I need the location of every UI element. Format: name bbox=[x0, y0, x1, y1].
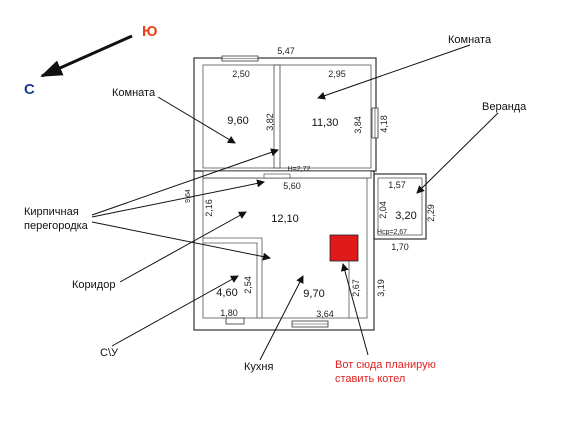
dim-right-lower: 3,19 bbox=[376, 279, 386, 297]
label-brick-line2: перегородка bbox=[24, 220, 89, 232]
upper-outer-wall bbox=[193, 57, 377, 172]
dim-kitchen-width: 3,64 bbox=[316, 309, 334, 319]
arrow-veranda bbox=[416, 112, 499, 194]
compass-arrow-icon bbox=[40, 34, 133, 78]
area-bath: 4,60 bbox=[216, 287, 237, 299]
label-corridor: Коридор bbox=[72, 279, 115, 291]
pointer-arrows bbox=[91, 44, 499, 361]
dim-middle-width: 5,60 bbox=[283, 181, 301, 191]
arrow-bath bbox=[111, 275, 239, 347]
arrow-kitchen bbox=[259, 275, 304, 361]
dim-left-outer: 9,64 bbox=[185, 189, 192, 203]
dim-room-b-height: 3,84 bbox=[353, 116, 363, 134]
dim-kitchen-inner: 2,67 bbox=[351, 279, 361, 297]
dim-veranda-top: 1,57 bbox=[388, 180, 406, 190]
window-bath bbox=[225, 317, 245, 325]
boiler-marker bbox=[329, 234, 359, 262]
door-corridor bbox=[263, 173, 291, 179]
label-kitchen: Кухня bbox=[244, 361, 273, 373]
veranda-outer-wall bbox=[373, 173, 427, 240]
area-corridor: 12,10 bbox=[271, 213, 299, 225]
label-brick-line1: Кирпичная bbox=[24, 206, 79, 218]
dim-bath-height: 2,54 bbox=[243, 276, 253, 294]
dim-ceiling-height: H=2,72 bbox=[288, 166, 311, 173]
upper-partition bbox=[273, 64, 281, 169]
upper-inner-wall bbox=[202, 64, 372, 169]
dim-bath-width: 1,80 bbox=[220, 308, 238, 318]
label-room-right: Комната bbox=[448, 34, 492, 46]
arrow-room-left bbox=[157, 96, 236, 144]
dimension-labels: 5,47 2,50 2,95 3,82 3,84 4,18 H=2,72 5,6… bbox=[185, 46, 436, 319]
area-room-a: 9,60 bbox=[227, 115, 248, 127]
arrow-brick-1 bbox=[91, 148, 279, 216]
compass-north-label: Ю bbox=[142, 23, 157, 40]
compass-south-label: С bbox=[24, 81, 35, 98]
bath-wall-inner bbox=[203, 242, 258, 318]
arrow-corridor bbox=[119, 211, 247, 283]
label-veranda: Веранда bbox=[482, 101, 527, 113]
arrow-brick-3 bbox=[91, 221, 271, 261]
dim-corridor-height: 2,16 bbox=[204, 199, 214, 217]
dim-room-a-width: 2,50 bbox=[232, 69, 250, 79]
area-room-b: 11,30 bbox=[312, 117, 339, 129]
bath-wall bbox=[203, 237, 263, 318]
dim-room-b-width: 2,95 bbox=[328, 69, 346, 79]
dim-veranda-bottom: 1,70 bbox=[391, 242, 409, 252]
label-bath: С\У bbox=[100, 347, 119, 359]
dim-veranda-ceiling: Hср=2,67 bbox=[377, 229, 407, 236]
dim-room-a-height: 3,82 bbox=[265, 113, 275, 131]
arrow-room-right bbox=[317, 44, 471, 100]
walls bbox=[193, 55, 427, 331]
dim-veranda-wall: 2,04 bbox=[378, 201, 388, 219]
arrow-brick-2 bbox=[91, 179, 265, 218]
veranda-inner-wall bbox=[377, 177, 423, 236]
compass: Ю С bbox=[24, 23, 157, 98]
dim-right-wall-upper: 4,18 bbox=[379, 115, 389, 133]
dim-veranda-right: 2,29 bbox=[426, 204, 436, 222]
arrow-boiler bbox=[340, 263, 369, 356]
callout-labels: Комната Комната Веранда Кирпичная перего… bbox=[24, 34, 527, 385]
area-kitchen: 9,70 bbox=[303, 288, 324, 300]
label-boiler-line1: Вот сюда планирую bbox=[335, 359, 436, 371]
area-veranda: 3,20 bbox=[395, 210, 416, 222]
dim-top-total: 5,47 bbox=[277, 46, 295, 56]
label-boiler-line2: ставить котел bbox=[335, 373, 405, 385]
label-room-left: Комната bbox=[112, 87, 156, 99]
room-areas: 9,60 11,30 12,10 3,20 4,60 9,70 bbox=[216, 115, 416, 300]
